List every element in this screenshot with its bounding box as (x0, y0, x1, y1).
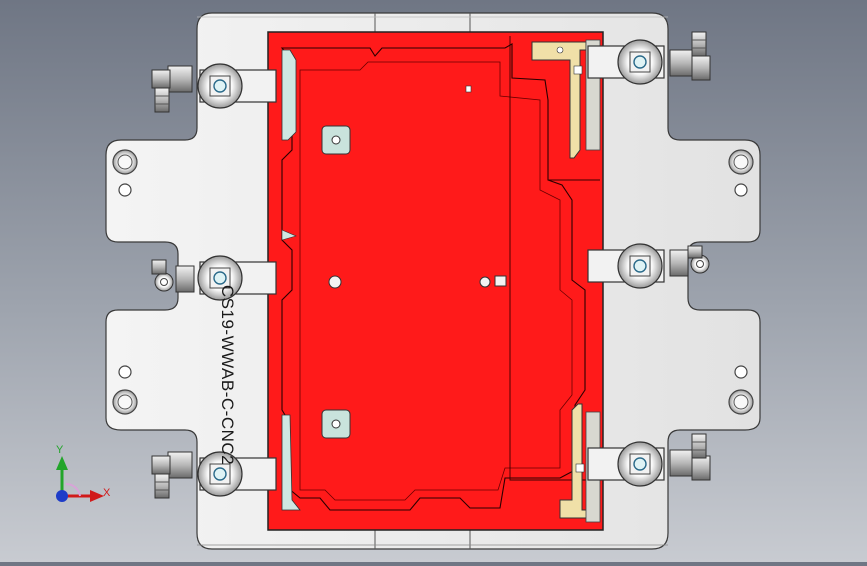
elbow-fitting-icon[interactable] (669, 245, 710, 277)
swing-clamp-icon[interactable] (197, 451, 277, 497)
swing-clamp-icon[interactable] (197, 63, 277, 109)
elbow-fitting-icon[interactable] (151, 259, 195, 293)
elbow-fitting-icon[interactable] (151, 65, 193, 113)
elbow-fitting-icon[interactable] (669, 433, 711, 481)
bolt-hole-icon (112, 389, 138, 415)
red-nest-fixture[interactable] (267, 31, 604, 531)
triad-x-label: X (103, 487, 111, 499)
swing-clamp-icon[interactable] (587, 39, 665, 85)
bolt-hole-icon (118, 365, 132, 379)
swing-clamp-icon[interactable] (587, 243, 665, 289)
elbow-fitting-icon[interactable] (151, 451, 193, 499)
engraved-part-number: CS19-WWAB-C-CNC2 (218, 285, 237, 465)
bolt-hole-icon (734, 183, 748, 197)
coordinate-triad[interactable]: Y X (56, 444, 111, 502)
bolt-hole-icon (118, 183, 132, 197)
elbow-fitting-icon[interactable] (669, 31, 711, 81)
swing-clamp-icon[interactable] (197, 255, 277, 301)
triad-y-label: Y (56, 444, 64, 456)
bolt-hole-icon (734, 365, 748, 379)
swing-clamp-icon[interactable] (587, 441, 665, 487)
bolt-hole-icon (112, 149, 138, 175)
bolt-hole-icon (728, 149, 754, 175)
bolt-hole-icon (728, 389, 754, 415)
